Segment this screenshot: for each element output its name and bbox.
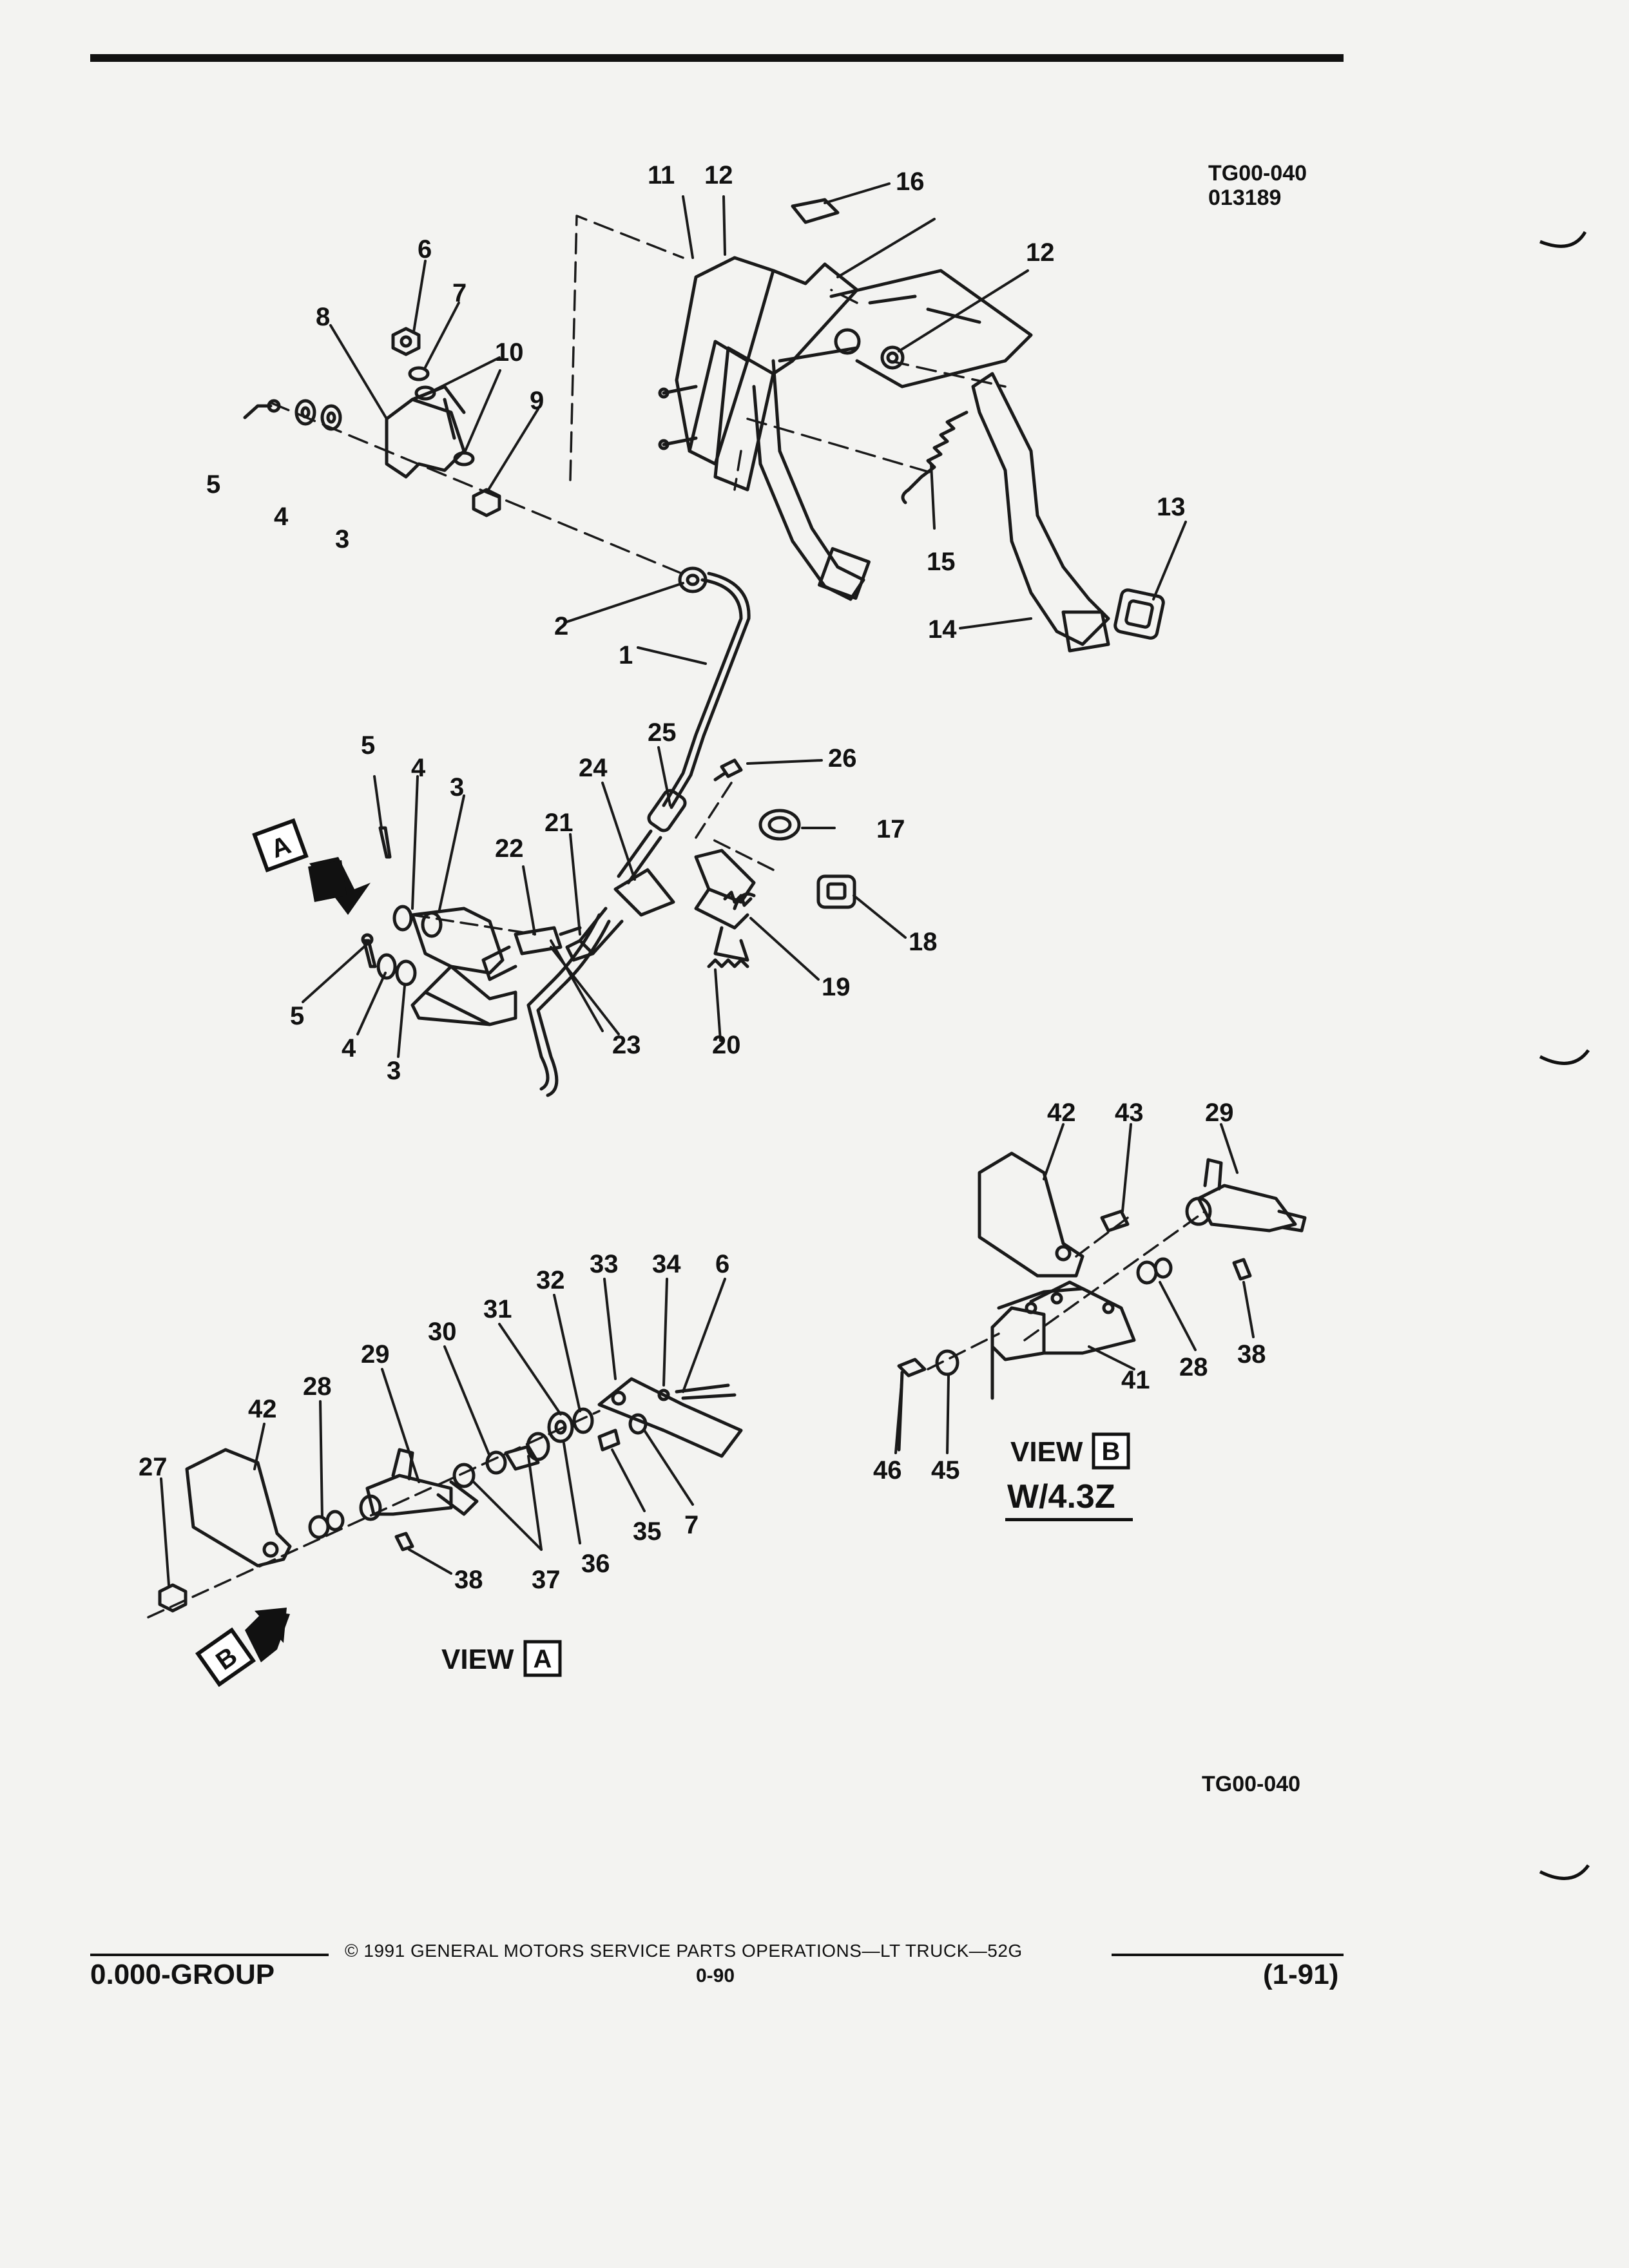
copyright-line: © 1991 GENERAL MOTORS SERVICE PARTS OPER… bbox=[345, 1941, 1023, 1961]
callout: 46 bbox=[873, 1456, 902, 1485]
callout: 4 bbox=[274, 503, 289, 531]
callout: 12 bbox=[1026, 238, 1055, 267]
margin-marks bbox=[1539, 231, 1590, 1880]
hydraulic-pipe-assembly bbox=[481, 572, 751, 1097]
callout: 25 bbox=[648, 718, 677, 747]
callout: 4 bbox=[411, 754, 426, 782]
callout: 3 bbox=[335, 525, 349, 553]
callout: 7 bbox=[684, 1511, 699, 1539]
view-b-caption: VIEW B W/4.3Z bbox=[1005, 1432, 1133, 1521]
cross-shaft-group bbox=[361, 809, 856, 1026]
lever-bracket-group bbox=[243, 327, 708, 593]
callout: 29 bbox=[1205, 1099, 1234, 1127]
callout-numbers: 1 2 3 4 5 6 7 8 9 10 11 12 12 13 14 15 1… bbox=[139, 161, 1266, 1594]
view-a-label: VIEW bbox=[441, 1644, 514, 1675]
view-b-label: VIEW bbox=[1010, 1436, 1083, 1468]
callout: 30 bbox=[428, 1318, 457, 1346]
callout: 45 bbox=[931, 1456, 960, 1485]
callout: 18 bbox=[909, 928, 938, 956]
callout: 5 bbox=[361, 731, 375, 760]
view-a-caption: VIEW A bbox=[441, 1640, 562, 1677]
figure-date: 013189 bbox=[1208, 186, 1282, 210]
callout: 41 bbox=[1121, 1366, 1150, 1394]
callout: 6 bbox=[418, 235, 432, 264]
leader-lines-view-a bbox=[160, 1278, 726, 1586]
pedal-bracket-assembly bbox=[658, 198, 1165, 653]
callout: 3 bbox=[387, 1057, 401, 1085]
figure-code: TG00-040 bbox=[1208, 161, 1307, 186]
callout: 22 bbox=[495, 834, 524, 863]
dashed-lines-view-b bbox=[927, 1210, 1206, 1370]
view-a-marker: A bbox=[252, 818, 371, 915]
figure-code-bottom: TG00-040 bbox=[1202, 1772, 1301, 1796]
callout: 33 bbox=[590, 1250, 619, 1278]
callout: 28 bbox=[1179, 1353, 1208, 1381]
callout: 35 bbox=[633, 1517, 662, 1546]
figure-code-header: TG00-040 013189 bbox=[1208, 161, 1307, 210]
group-label: 0.000-GROUP bbox=[90, 1959, 275, 1990]
view-b-note: W/4.3Z bbox=[1007, 1478, 1115, 1515]
top-rule bbox=[90, 54, 1344, 62]
view-b-assembly bbox=[897, 1151, 1307, 1452]
footer-rule-left bbox=[90, 1954, 329, 1956]
callout: 2 bbox=[554, 612, 568, 640]
callout: 24 bbox=[579, 754, 608, 782]
callout: 32 bbox=[536, 1266, 565, 1294]
callout: 42 bbox=[248, 1395, 277, 1423]
callout: 6 bbox=[715, 1250, 729, 1278]
callout: 37 bbox=[532, 1566, 561, 1594]
callout: 34 bbox=[652, 1250, 681, 1278]
leader-lines-pedal bbox=[682, 182, 1187, 629]
footer-rule-right bbox=[1112, 1954, 1344, 1956]
callout: 36 bbox=[581, 1550, 610, 1578]
callout: 7 bbox=[452, 279, 467, 307]
callout: 10 bbox=[495, 338, 524, 367]
callout: 19 bbox=[822, 973, 851, 1001]
callout: 11 bbox=[648, 161, 675, 189]
callout: 21 bbox=[545, 809, 574, 837]
callout: 31 bbox=[483, 1295, 512, 1323]
callout: 26 bbox=[828, 744, 857, 773]
callout: 15 bbox=[927, 548, 956, 576]
revision-code: (1-91) bbox=[1263, 1959, 1339, 1990]
callout: 43 bbox=[1115, 1099, 1144, 1127]
dashed-lines-middle bbox=[411, 782, 775, 936]
page-number: 0-90 bbox=[696, 1965, 735, 1986]
leader-lines-bracket bbox=[329, 260, 684, 623]
callout: 4 bbox=[342, 1034, 356, 1062]
view-b-marker: B bbox=[195, 1608, 290, 1687]
callout: 3 bbox=[450, 773, 464, 802]
view-a-letter: A bbox=[534, 1645, 552, 1673]
callout: 14 bbox=[928, 615, 957, 644]
leader-lines-view-b bbox=[894, 1123, 1255, 1454]
callout: 5 bbox=[290, 1002, 304, 1030]
view-a-assembly bbox=[158, 1377, 743, 1613]
callout: 20 bbox=[712, 1031, 741, 1059]
view-b-letter: B bbox=[1102, 1437, 1121, 1466]
callout: 9 bbox=[530, 387, 544, 415]
callout: 38 bbox=[1237, 1340, 1266, 1369]
callout: 42 bbox=[1047, 1099, 1076, 1127]
callout: 38 bbox=[454, 1566, 483, 1594]
callout: 16 bbox=[896, 168, 925, 196]
leader-lines-middle bbox=[302, 646, 907, 1058]
callout: 17 bbox=[876, 815, 905, 843]
callout: 5 bbox=[206, 470, 220, 499]
callout: 12 bbox=[704, 161, 733, 189]
dashed-assembly-lines bbox=[269, 215, 1007, 578]
callout: 29 bbox=[361, 1340, 390, 1369]
callout: 8 bbox=[316, 303, 330, 331]
dashed-lines-view-a bbox=[147, 1410, 601, 1619]
callout: 23 bbox=[612, 1031, 641, 1059]
callout: 28 bbox=[303, 1372, 332, 1401]
callout: 27 bbox=[139, 1453, 168, 1481]
callout: 1 bbox=[619, 641, 633, 669]
callout: 13 bbox=[1157, 493, 1186, 521]
